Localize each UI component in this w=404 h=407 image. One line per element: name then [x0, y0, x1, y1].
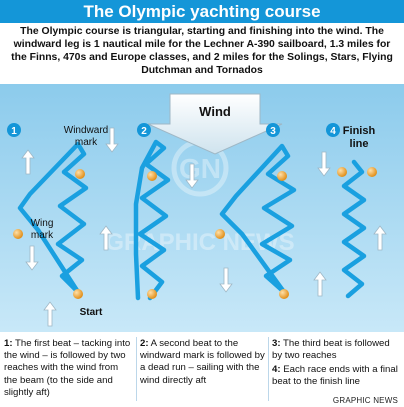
wing-mark-3	[215, 229, 225, 239]
arrow-down-icon	[219, 267, 233, 293]
caption-divider	[136, 337, 137, 401]
diagram-labels: Windward mark Wing mark Start Finish lin…	[31, 125, 376, 318]
caption-2-number: 2:	[140, 338, 149, 349]
finish-mark-left	[337, 167, 347, 177]
direction-arrows	[21, 127, 387, 327]
course-paths	[17, 139, 367, 301]
arrow-up-icon	[21, 149, 35, 175]
arrow-up-icon	[373, 225, 387, 251]
course-4-path	[341, 159, 367, 299]
wind-label: Wind	[199, 104, 231, 119]
start-mark-3	[279, 289, 289, 299]
arrow-down-icon	[25, 245, 39, 271]
svg-text:GN: GN	[179, 153, 221, 184]
caption-divider	[268, 337, 269, 401]
arrow-down-icon	[185, 163, 199, 189]
step-number-4: 4	[330, 126, 336, 137]
caption-4-text: Each race ends with a final beat to the …	[272, 364, 398, 388]
windward-mark-1	[75, 169, 85, 179]
step-number-1: 1	[11, 126, 17, 137]
windward-mark-label-line2: mark	[75, 137, 98, 148]
finish-line-label-line2: line	[350, 138, 369, 150]
course-3-path	[219, 143, 297, 295]
page-title: The Olympic yachting course	[0, 0, 404, 23]
finish-line-label-line1: Finish	[343, 125, 376, 137]
caption-1-number: 1:	[4, 338, 13, 349]
credit-text: GRAPHIC NEWS	[332, 396, 398, 405]
caption-4: 4: Each race ends with a final beat to t…	[272, 364, 400, 388]
windward-mark-2	[147, 171, 157, 181]
step-number-3: 3	[270, 126, 276, 137]
caption-3: 3: The third beat is followed by two rea…	[272, 338, 398, 362]
caption-3-text: The third beat is followed by two reache…	[272, 338, 390, 362]
start-mark-2	[147, 289, 157, 299]
course-1-path	[17, 141, 89, 295]
wing-mark-label-line1: Wing	[31, 218, 54, 229]
step-numbers: 1 2 3 4	[7, 123, 340, 137]
intro-text: The Olympic course is triangular, starti…	[11, 26, 393, 76]
arrow-down-icon	[105, 127, 119, 153]
arrow-up-icon	[43, 301, 57, 327]
caption-2: 2: A second beat to the windward mark is…	[140, 338, 266, 387]
arrow-up-icon	[99, 225, 113, 251]
caption-1: 1: The first beat – tacking into the win…	[4, 338, 134, 399]
start-label: Start	[80, 307, 103, 318]
caption-1-text: The first beat – tacking into the wind –…	[4, 338, 131, 398]
wind-arrow: Wind	[147, 93, 283, 155]
arrow-up-icon	[313, 271, 327, 297]
windward-mark-3	[277, 171, 287, 181]
caption-4-number: 4:	[272, 364, 281, 375]
step-number-2: 2	[141, 126, 147, 137]
course-diagram: GN GRAPHIC NEWS Wind	[0, 84, 404, 332]
course-2-path	[133, 139, 171, 301]
caption-3-number: 3:	[272, 338, 281, 349]
wing-mark-label-line2: mark	[31, 230, 54, 241]
wing-mark-1	[13, 229, 23, 239]
finish-mark-right	[367, 167, 377, 177]
start-mark-1	[73, 289, 83, 299]
caption-2-text: A second beat to the windward mark is fo…	[140, 338, 265, 386]
course-marks	[13, 167, 377, 299]
windward-mark-label-line1: Windward	[64, 125, 108, 136]
arrow-down-icon	[317, 151, 331, 177]
